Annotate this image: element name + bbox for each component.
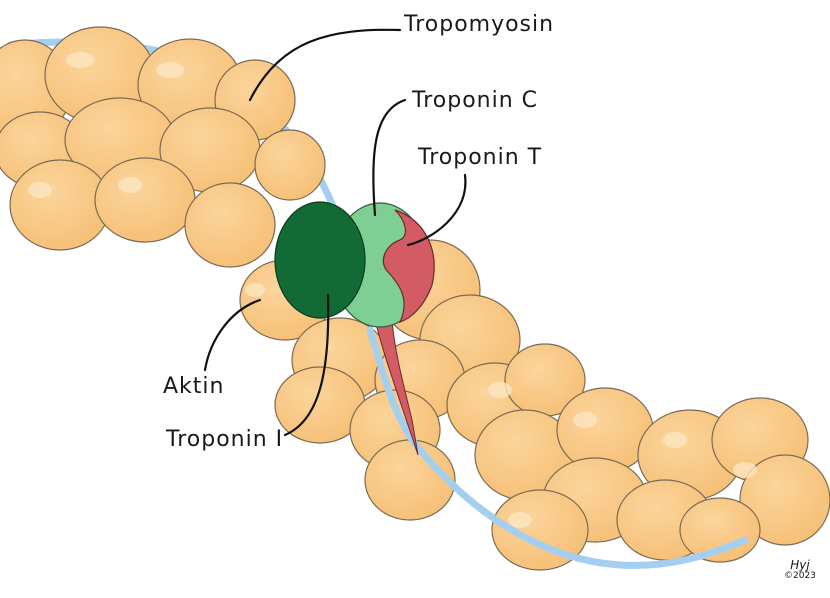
troponin-i-shape <box>275 202 365 318</box>
signature-year: ©2023 <box>784 571 816 582</box>
label-tropomyosin: Tropomyosin <box>404 12 554 37</box>
label-aktin: Aktin <box>163 374 224 399</box>
artist-signature: Hyj ©2023 <box>784 560 816 582</box>
label-troponin-i: Troponin I <box>166 427 283 452</box>
leader-line-troponin-c <box>373 100 405 215</box>
label-troponin-c: Troponin C <box>412 88 538 113</box>
label-troponin-t: Troponin T <box>418 145 542 170</box>
signature-mark: Hyj <box>784 560 816 571</box>
